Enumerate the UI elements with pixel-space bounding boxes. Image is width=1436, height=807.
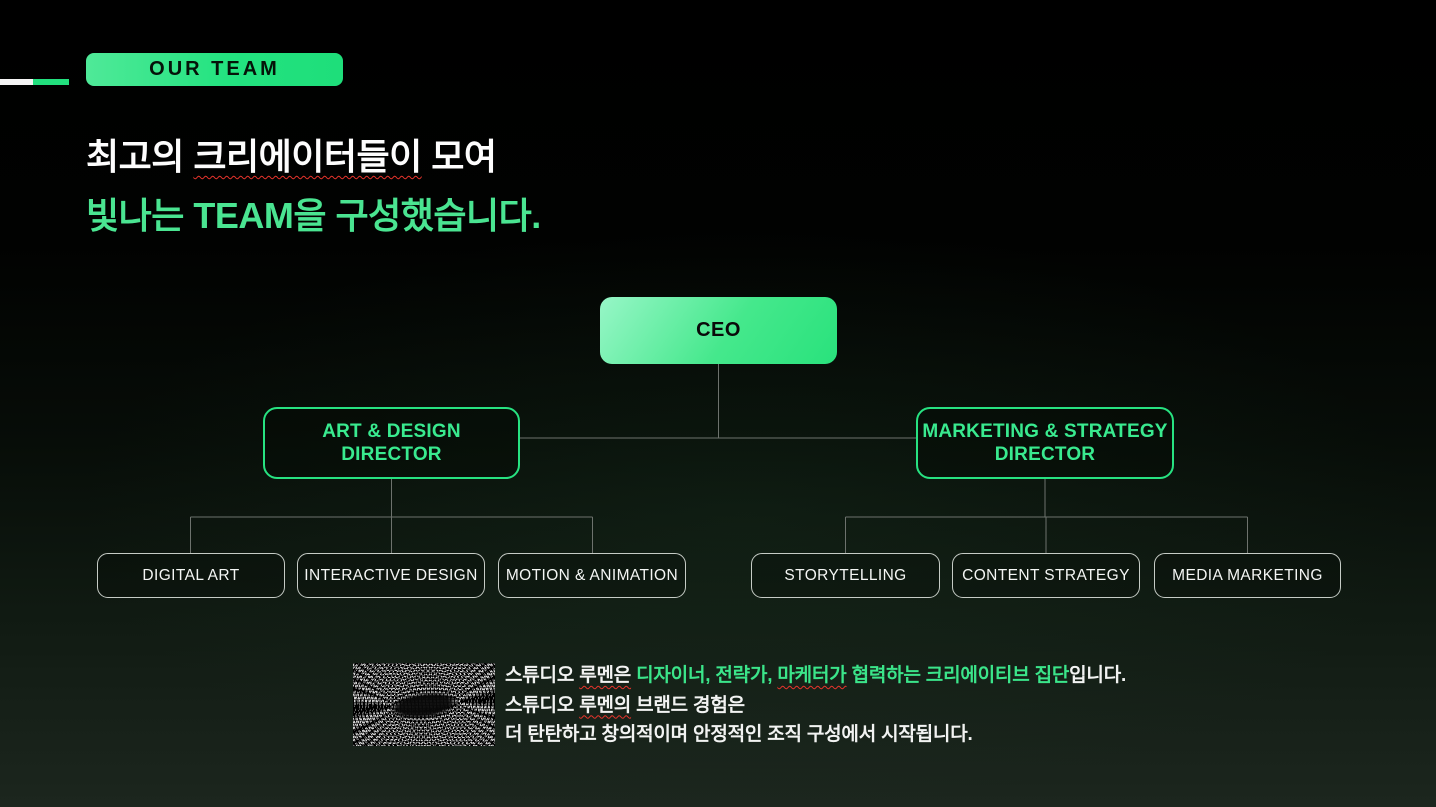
footer-line2-misspelled-word: 루멘의	[579, 694, 632, 716]
footer-line1-green-misspelled-word: 마케터가	[777, 665, 847, 686]
org-node-ceo[interactable]: CEO	[600, 297, 837, 364]
footer-line1: 스튜디오 루멘은 디자이너, 전략가, 마케터가 협력하는 크리에이티브 집단입…	[505, 661, 1126, 691]
org-node-storytelling[interactable]: STORYTELLING	[751, 553, 940, 598]
title-line1-text: 최고의	[86, 136, 194, 177]
footer-line3: 더 탄탄하고 창의적이며 안정적인 조직 구성에서 시작됩니다.	[505, 724, 973, 745]
director-label-line1: MARKETING & STRATEGY	[922, 420, 1168, 442]
org-node-interactive-design[interactable]: INTERACTIVE DESIGN	[297, 553, 485, 598]
title-line1-misspelled-word: 크리에이터들이	[193, 136, 422, 177]
footer-line2-text: 스튜디오	[505, 694, 580, 716]
accent-bar-green	[33, 79, 69, 85]
team-label: STORYTELLING	[784, 566, 907, 584]
section-badge[interactable]: OUR TEAM	[86, 53, 343, 86]
footer-line1-misspelled-word: 루멘은	[579, 665, 632, 686]
footer-description[interactable]: 스튜디오 루멘은 디자이너, 전략가, 마케터가 협력하는 크리에이티브 집단입…	[505, 661, 1126, 750]
footer-line2: 스튜디오 루멘의 브랜드 경험은	[505, 691, 1126, 721]
org-node-motion-animation[interactable]: MOTION & ANIMATION	[498, 553, 686, 598]
footer-line1-text: 스튜디오	[505, 665, 580, 686]
section-badge-label: OUR TEAM	[149, 58, 280, 80]
team-label: MOTION & ANIMATION	[505, 566, 679, 584]
title-line1: 최고의 크리에이터들이 모여	[86, 127, 541, 186]
org-node-digital-art[interactable]: DIGITAL ART	[97, 553, 285, 598]
slide-title[interactable]: 최고의 크리에이터들이 모여 빛나는 TEAM을 구성했습니다.	[86, 127, 541, 245]
org-node-ceo-label: CEO	[696, 319, 741, 341]
org-node-media-marketing[interactable]: MEDIA MARKETING	[1154, 553, 1341, 598]
team-label: CONTENT STRATEGY	[962, 566, 1130, 584]
footer-line1-text-end: 입니다.	[1069, 665, 1127, 686]
team-label: MEDIA MARKETING	[1172, 566, 1323, 584]
footer-line1-green-text: 디자이너, 전략가,	[631, 665, 778, 686]
director-label-line1: ART & DESIGN	[322, 420, 461, 442]
director-label-line2: DIRECTOR	[341, 444, 442, 465]
footer-line2-text-end: 브랜드 경험은	[631, 694, 745, 716]
moire-op-art-image[interactable]	[353, 663, 495, 746]
org-node-content-strategy[interactable]: CONTENT STRATEGY	[952, 553, 1140, 598]
director-label-line2: DIRECTOR	[994, 444, 1096, 465]
team-label: INTERACTIVE DESIGN	[304, 566, 478, 584]
title-line2: 빛나는 TEAM을 구성했습니다.	[86, 195, 541, 236]
team-label: DIGITAL ART	[142, 566, 240, 584]
title-line1-text-end: 모여	[421, 136, 497, 177]
accent-bar-white	[0, 79, 33, 85]
footer-line1-green-text-end: 협력하는 크리에이티브 집단	[846, 665, 1070, 686]
